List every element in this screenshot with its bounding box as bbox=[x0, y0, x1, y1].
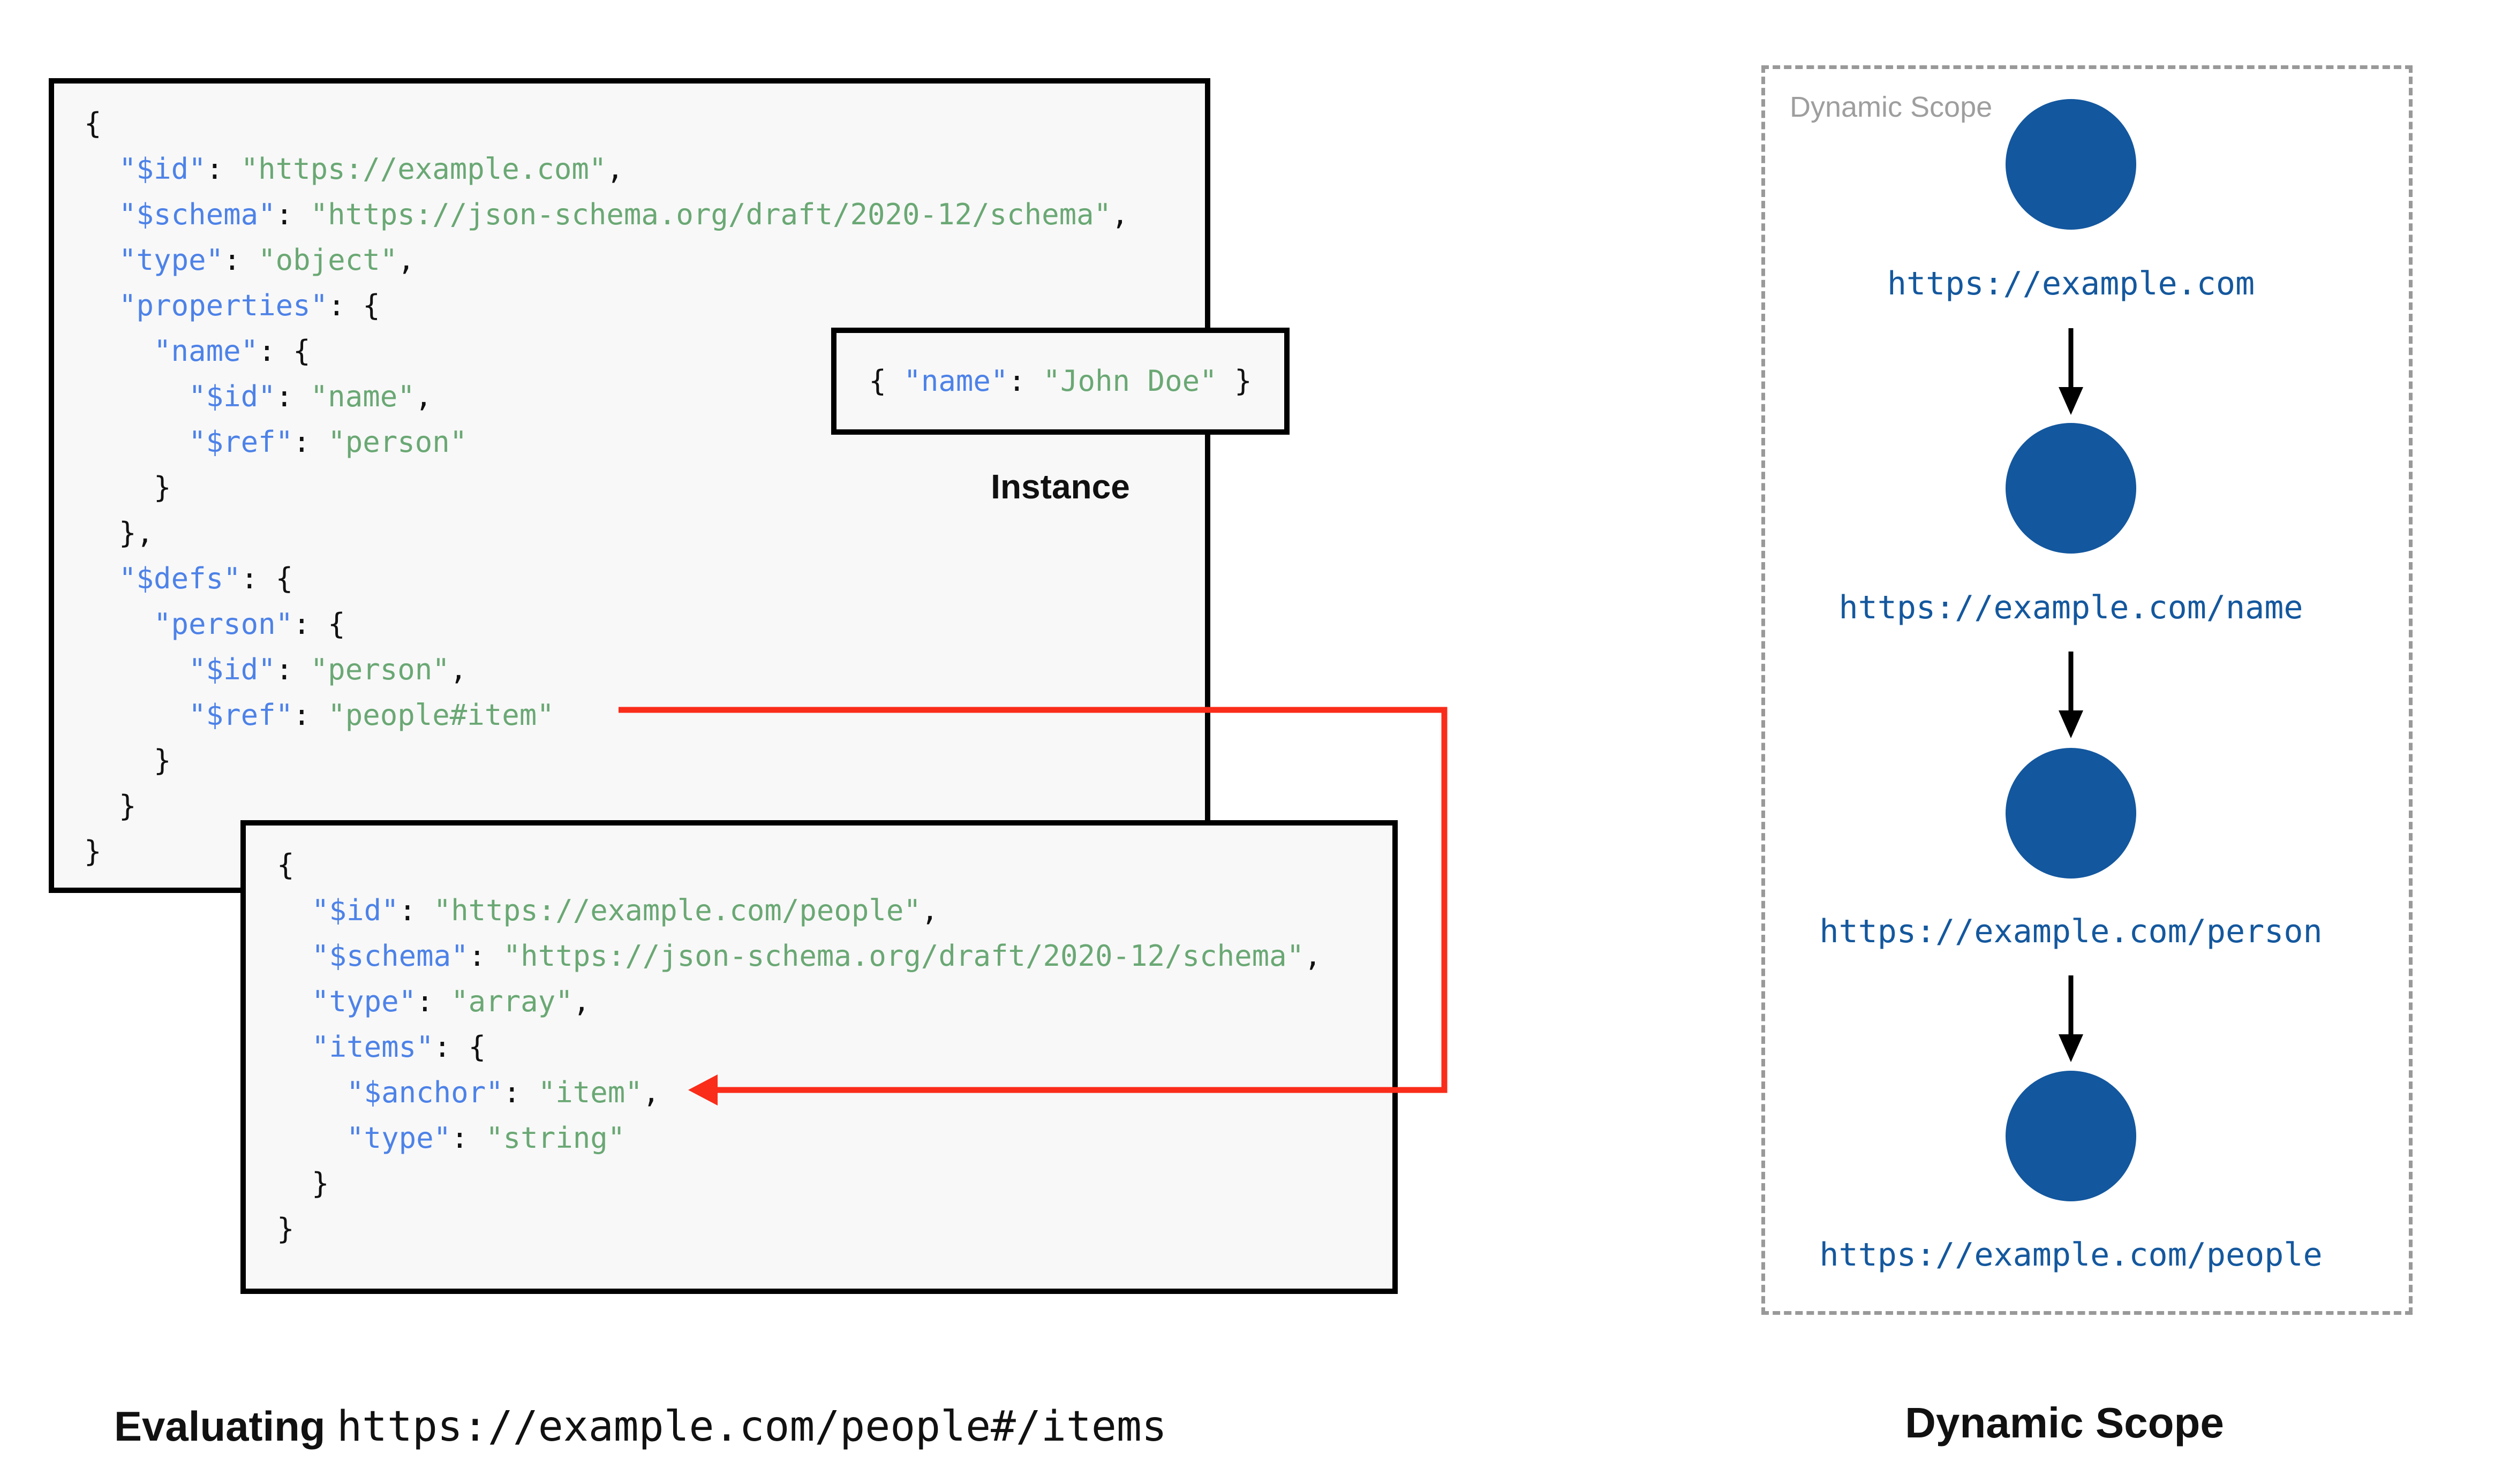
instance-box: { "name": "John Doe" } bbox=[831, 328, 1290, 435]
down-arrow-icon bbox=[2059, 652, 2083, 738]
down-arrow-icon bbox=[2059, 975, 2083, 1062]
scope-node-circle-2 bbox=[2006, 423, 2136, 554]
instance-label: Instance bbox=[991, 467, 1130, 506]
dynamic-scope-caption: Dynamic Scope bbox=[1905, 1399, 2224, 1447]
scope-node-circle-4 bbox=[2006, 1071, 2136, 1201]
scope-node-circle-1 bbox=[2006, 99, 2136, 230]
evaluating-caption: Evaluating https://example.com/people#/i… bbox=[114, 1402, 1167, 1451]
down-arrow-icon bbox=[2059, 328, 2083, 415]
scope-node-uri-2: https://example.com/name bbox=[1838, 589, 2303, 626]
instance-code: { "name": "John Doe" } bbox=[869, 364, 1252, 398]
root-schema-code: { "$id": "https://example.com", "$schema… bbox=[84, 107, 1129, 868]
scope-node-uri-3: https://example.com/person bbox=[1819, 913, 2323, 950]
dynamic-scope-panel: Dynamic Scope https://example.com https:… bbox=[1761, 65, 2413, 1315]
scope-node-uri-4: https://example.com/people bbox=[1819, 1236, 2323, 1274]
scope-node-circle-3 bbox=[2006, 748, 2136, 879]
scope-node-uri-1: https://example.com bbox=[1887, 265, 2255, 302]
people-schema-box: { "$id": "https://example.com/people", "… bbox=[240, 820, 1398, 1294]
evaluating-caption-prefix: Evaluating bbox=[114, 1403, 337, 1450]
dynamic-scope-panel-label: Dynamic Scope bbox=[1790, 91, 1993, 123]
people-schema-code: { "$id": "https://example.com/people", "… bbox=[277, 848, 1322, 1246]
evaluating-caption-uri: https://example.com/people#/items bbox=[337, 1403, 1167, 1451]
